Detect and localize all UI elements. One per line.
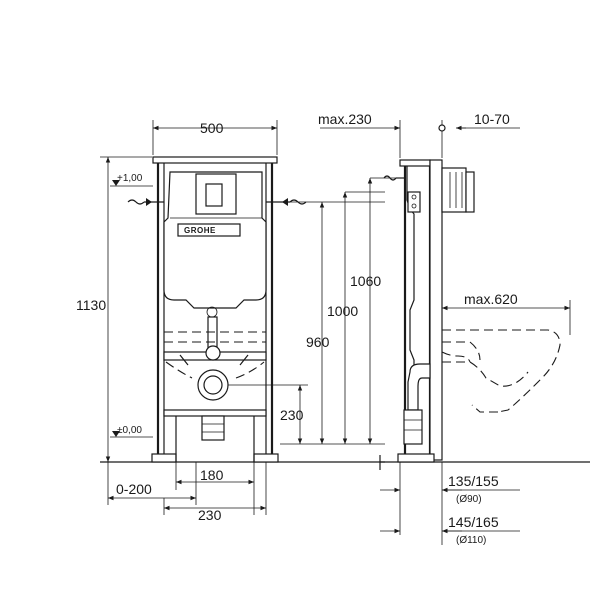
- depth-label: max.230: [318, 111, 372, 127]
- pipe-90-dia-label: (Ø90): [456, 494, 482, 505]
- drain-front: [179, 354, 249, 441]
- side-frame: [383, 159, 475, 463]
- height-label-230: 230: [280, 407, 304, 423]
- height-label-1130: 1130: [76, 297, 106, 313]
- grohe-logo: [177, 223, 241, 237]
- right-foot: [253, 453, 279, 463]
- cistern: GROHE: [163, 171, 267, 361]
- height-label-1060: 1060: [350, 273, 381, 289]
- spacing-label-230: 230: [198, 507, 222, 523]
- pipe-110-label: 145/165: [448, 514, 499, 530]
- drain-bend: [407, 363, 431, 411]
- logo-text: GROHE: [184, 226, 216, 235]
- frame-top-bar: [152, 156, 278, 164]
- pipe-90-label: 135/155: [448, 473, 499, 489]
- height-label-1000: 1000: [327, 303, 358, 319]
- left-foot: [151, 453, 177, 463]
- drain-pipe: [201, 415, 225, 441]
- width-label: 500: [200, 120, 224, 136]
- plate-label: 10-70: [474, 111, 510, 127]
- spacing-label-180: 180: [200, 467, 224, 483]
- flush-plate-side: [465, 171, 475, 213]
- frame-lower-bar: [163, 409, 267, 417]
- wall-plate: [429, 159, 443, 461]
- bowl-outline-side: [441, 329, 561, 413]
- level-zero-label: ±0,00: [117, 425, 142, 436]
- flush-pipe: [207, 316, 218, 350]
- offset-label: 0-200: [116, 481, 152, 497]
- bowl-outline-front: [164, 331, 266, 379]
- flush-button: [205, 183, 223, 207]
- level-top-label: +1,00: [117, 173, 143, 184]
- valve-box: [407, 191, 421, 213]
- drain-pipe-side: [403, 409, 423, 445]
- drain-inner: [203, 375, 223, 395]
- pivot-marker: [438, 124, 446, 132]
- projection-label: max.620: [464, 291, 518, 307]
- height-label-960: 960: [306, 334, 330, 350]
- pipe-110-dia-label: (Ø110): [456, 535, 486, 546]
- pipe-connector: [205, 345, 221, 361]
- water-inlet-left: [127, 198, 164, 206]
